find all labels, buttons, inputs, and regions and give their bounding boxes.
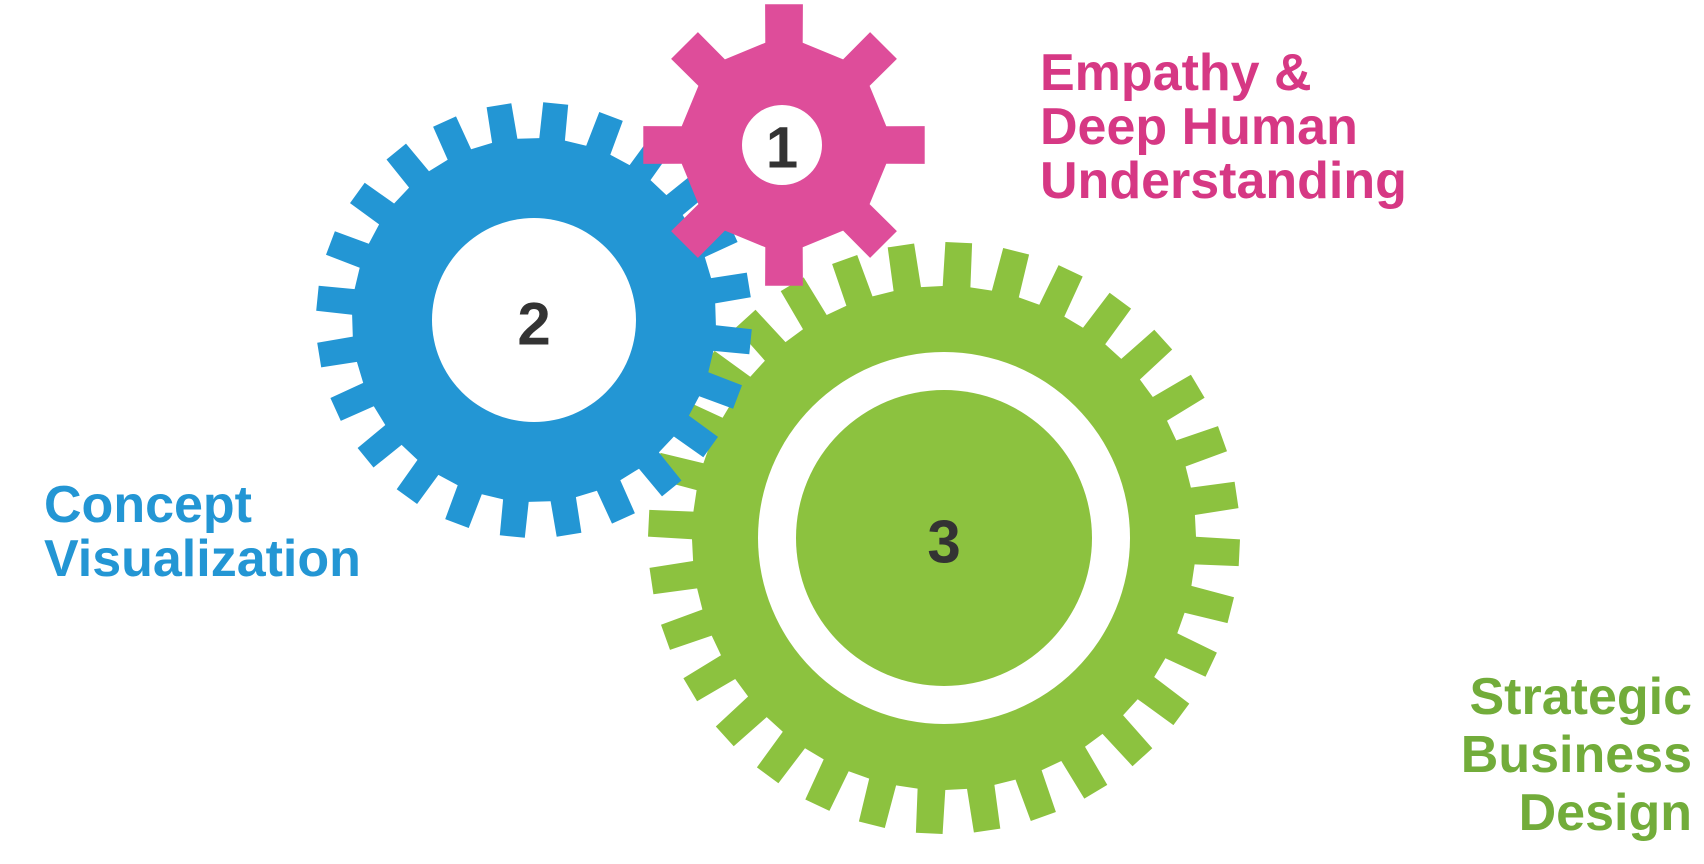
gear-1-label: Empathy & Deep Human Understanding (1040, 46, 1407, 208)
gear-1-label-line: Empathy & (1040, 44, 1312, 102)
gear-2: 2 (316, 102, 752, 538)
gear-3-label-line: Design (1518, 784, 1692, 842)
gear-3-label: Strategic Business Design (1461, 668, 1692, 842)
gear-2-label-line: Visualization (44, 530, 361, 588)
gear-3-core (796, 390, 1092, 686)
gear-1-label-line: Understanding (1040, 152, 1407, 210)
gear-3: 3 (648, 242, 1240, 834)
gear-3-number: 3 (927, 509, 960, 576)
gear-1-hub (742, 105, 822, 185)
gear-1-number: 1 (766, 116, 798, 181)
gear-2-hub (432, 218, 636, 422)
gear-3-label-line: Business (1460, 726, 1692, 784)
gear-2-number: 2 (517, 291, 550, 358)
gear-2-label-line: Concept (44, 476, 252, 534)
gear-1-label-line: Deep Human (1040, 98, 1358, 156)
gear-3-label-line: Strategic (1469, 668, 1692, 726)
gear-1: 1 (643, 4, 925, 286)
gear-2-label: Concept Visualization (44, 478, 361, 586)
